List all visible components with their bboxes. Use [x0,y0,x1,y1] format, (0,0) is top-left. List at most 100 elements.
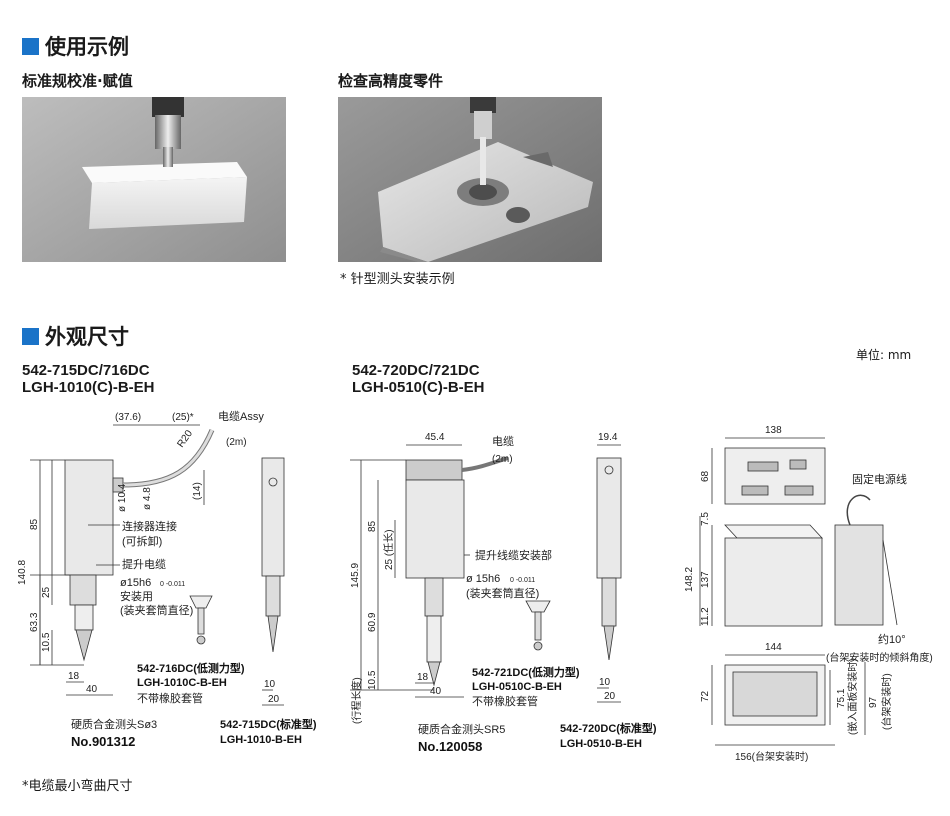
g1-front-dim-20-text: 20 [268,694,280,705]
g2-tol-text: 0 -0.011 [510,577,535,584]
g2-no-boot-text: 不带橡胶套管 [472,694,538,708]
counter-dim-138-text: 138 [765,425,782,436]
g1-body [64,459,114,576]
g1-dim-633-text: 63.3 [29,612,40,632]
g2-dim-25-text: 25 (任长) [382,529,395,570]
counter-dim-144-text: 144 [765,642,782,653]
photo-gauge-calibration [22,97,286,262]
g2-front-dim-10-text: 10 [599,677,611,688]
title-square-icon [22,37,39,55]
cable-bend-footnote: *电缆最小弯曲尺寸 [22,779,133,794]
group1-model-line2: LGH-1010(C)-B-EH [22,379,155,396]
g2-dim-454-text: 45.4 [425,432,445,443]
counter-top-face [724,524,823,539]
dimensions-title-text: 外观尺寸 [45,325,129,349]
g1-cable-inner [122,429,214,487]
g2-sleeve [424,577,444,617]
counter-tilt-text: (台架安装时的倾斜角度) [826,651,933,664]
g1-tip-text: 硬质合金测头Sø3 [71,717,157,731]
g2-std-text: 542-720DC(标准型) [560,721,657,735]
g2-dim-18-text: 18 [417,672,429,683]
g2-body [405,479,465,579]
g1-connector-text: 连接器连接 [122,520,177,533]
g2-tip-no-text: No.120058 [418,739,482,754]
g1-sleeve [69,574,97,606]
g1-front-tip [267,615,279,653]
g1-dim-25-text: 25 [41,586,52,598]
counter-power-fix-text: 固定电源线 [852,472,907,486]
g1-dim-105-text: 10.5 [41,632,52,652]
example1-caption: 标准规校准·赋值 [22,72,133,90]
g2-phi15-text: ø 15h6 [466,573,500,585]
g2-lift-cable-text: 提升线缆安装部 [475,548,552,562]
g2-front-body [596,457,622,579]
counter-side-face [724,537,823,627]
group2-model-line1: 542-720DC/721DC [352,362,480,379]
usage-section-title: 使用示例 [22,31,129,61]
counter-dim-1482-text: 148.2 [684,567,695,592]
g2-stroke-text: (行程长度) [350,677,363,724]
g2-probe-small [525,600,551,613]
counter-dim-137-text: 137 [700,571,711,588]
g2-dim-85-text: 85 [367,520,378,532]
unit-label: 单位: mm [856,348,912,362]
g1-lift-cable-text: 提升电缆 [122,558,166,571]
counter-angle-text: 约10° [878,633,906,646]
usage-title-text: 使用示例 [45,35,129,59]
g1-probe-small [189,595,213,609]
g2-front-sleeve [601,577,617,627]
g2-dim-194-text: 19.4 [598,432,618,443]
g2-tip [427,661,441,687]
g2-mount-text: (装夹套筒直径) [466,586,539,600]
g1-tip [75,629,93,662]
g2-front-dim-20-text: 20 [604,691,616,702]
example2-caption: 检查高精度零件 [338,72,444,90]
g2-dim-105-text: 10.5 [367,670,378,690]
g2-dim-609-text: 60.9 [367,612,378,632]
g1-detachable-text: (可拆卸) [122,534,162,548]
group2-model-line2: LGH-0510(C)-B-EH [352,379,485,396]
g1-std-model-text: LGH-1010-B-EH [220,734,302,746]
counter-dim-751-text: 75.1 [836,688,847,708]
counter-dim-68-text: 68 [700,470,711,482]
counter-panel-note2-text: (台架安装时) [880,673,893,730]
counter-dim-75-text: 7.5 [700,512,711,526]
group2-model-heading: 542-720DC/721DC LGH-0510(C)-B-EH [352,362,485,396]
g1-dim-18-text: 18 [68,671,80,682]
counter-stand-view [834,524,884,626]
group1-model-heading: 542-715DC/716DC LGH-1010(C)-B-EH [22,362,155,396]
g1-tip-no-text: No.901312 [71,734,135,749]
g1-dim-1408-text: 140.8 [17,560,28,585]
g2-low-force-text: 542-721DC(低测力型) [472,665,580,679]
counter-dim-112-text: 11.2 [700,607,711,626]
counter-dim-156-text: 156(台架安装时) [735,750,808,763]
g1-front-hole [268,477,278,487]
g1-dim-40-text: 40 [86,684,98,695]
g1-low-force-text: 542-716DC(低测力型) [137,661,245,675]
g1-spindle [74,604,94,631]
g1-low-force-model-text: LGH-1010C-B-EH [137,677,227,689]
g1-mount2-text: (装夹套筒直径) [120,603,193,617]
title-square-icon [22,327,39,345]
counter-dim-72-text: 72 [700,690,711,702]
group1-model-line1: 542-715DC/716DC [22,362,150,379]
g1-phi48-text: ø 4.8 [142,487,153,510]
g2-low-force-model-text: LGH-0510C-B-EH [472,681,562,693]
g1-r20-text: R20 [175,428,195,450]
g1-tol-text: 0 -0.011 [160,581,185,588]
g1-front-sleeve [265,575,281,617]
counter-panel-note1-text: (嵌入面板安装时) [846,658,859,735]
counter-tilt-line [882,539,898,626]
dimensions-section-title: 外观尺寸 [22,321,129,351]
g2-spindle [426,615,442,663]
g1-std-text: 542-715DC(标准型) [220,717,317,731]
g2-cable [461,456,509,472]
g2-dim-40-text: 40 [430,686,442,697]
counter-rear-view [724,447,826,505]
counter-dim-97-text: 97 [868,696,879,708]
g2-cable-housing [405,459,463,481]
g1-mount-text: 安装用 [120,589,153,603]
g1-front-dim-10-text: 10 [264,679,276,690]
photo-part-inspection [338,97,602,262]
